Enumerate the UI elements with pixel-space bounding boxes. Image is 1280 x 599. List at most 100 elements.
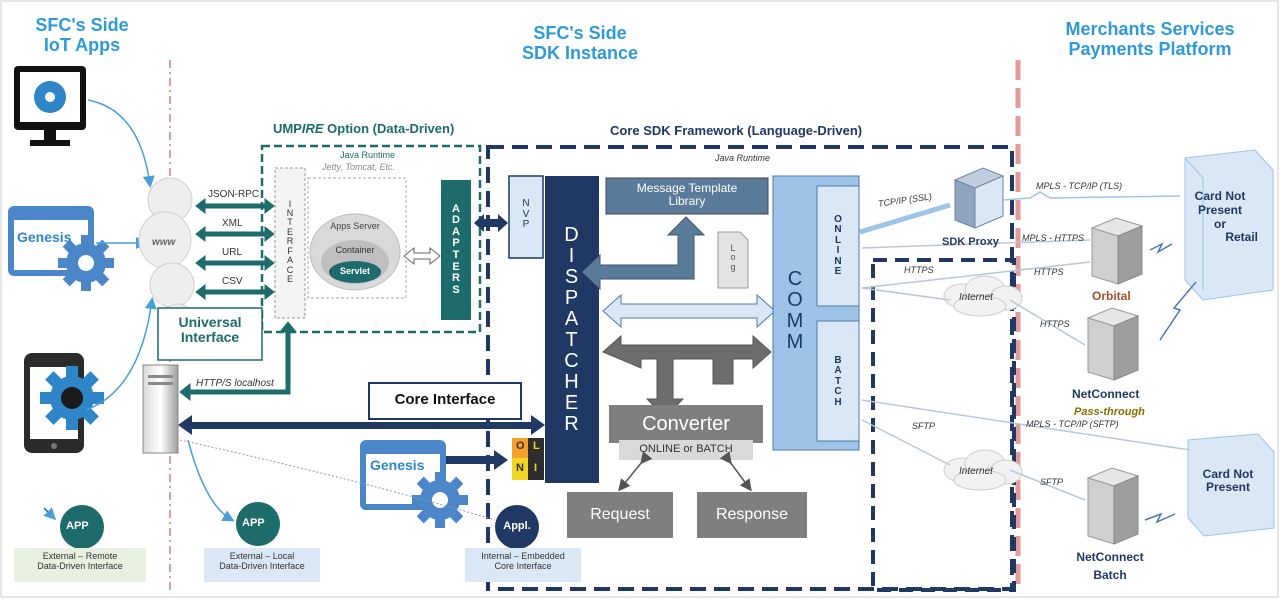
- internet-cloud-icon: [943, 449, 1023, 491]
- ump-title-italic: IRE: [301, 121, 324, 136]
- interface-letter: R: [286, 236, 294, 247]
- remote-app-pointer: [43, 507, 57, 521]
- adapters-letter: D: [452, 214, 460, 227]
- adapters-letter: S: [452, 283, 460, 296]
- netconnect-batch-label: NetConnect Batch: [1060, 548, 1160, 584]
- app-bubble-local: [236, 502, 280, 546]
- card-not-present-retail-label: Card Not Present or Retail: [1182, 189, 1258, 245]
- containers-note: Jetty, Tomcat, Etc.: [322, 162, 396, 172]
- apps-server-label: Apps Server: [330, 221, 380, 231]
- monitor-connector: [87, 99, 155, 188]
- left-header: SFC's Side IoT Apps: [22, 15, 142, 56]
- dispatcher-letter: T: [565, 329, 579, 351]
- core-java-runtime: Java Runtime: [715, 153, 771, 163]
- online-letter: I: [836, 245, 840, 256]
- core-sdk-title: Core SDK Framework (Language-Driven): [610, 123, 863, 138]
- converter-label: Converter: [642, 413, 730, 435]
- online-letter: N: [834, 255, 842, 267]
- internal-embedded-label: Internal – Embedded Core Interface: [465, 551, 581, 572]
- internet-label-1: Internet: [959, 292, 993, 303]
- universal-interface-line1: Universal: [178, 314, 242, 330]
- message-template-line1: Message Template: [636, 181, 738, 195]
- request-box: [567, 492, 673, 538]
- universal-interface-label: Universal Interface: [158, 314, 262, 346]
- cnpr-line2: Present: [1197, 202, 1243, 217]
- online-to-proxy: [859, 202, 951, 235]
- protocol-csv: CSV: [222, 276, 243, 287]
- external-local-line1: External – Local: [229, 551, 295, 561]
- core-interface-arrow: [178, 415, 545, 435]
- batch-letter: A: [834, 365, 842, 377]
- dispatcher-letter: H: [564, 371, 580, 393]
- left-header-line1: SFC's Side: [35, 15, 129, 35]
- interface-letter: A: [286, 255, 293, 266]
- container-box: [307, 177, 407, 299]
- adapters-column: [441, 180, 471, 320]
- dispatcher-letter: I: [568, 245, 576, 267]
- online-letter: O: [834, 213, 842, 225]
- interface-letter: E: [286, 274, 293, 285]
- online-letter: E: [834, 266, 842, 277]
- adapters-letter: E: [452, 260, 460, 273]
- nvp-box: [508, 175, 544, 259]
- cnp-line2: Present: [1205, 480, 1251, 495]
- gear-icon: [412, 472, 468, 528]
- cnpr-line1: Card Not: [1194, 189, 1246, 203]
- right-header-line2: Payments Platform: [1068, 38, 1232, 59]
- internet-cloud-icon: [943, 275, 1023, 317]
- proxy-to-cnp: [1002, 191, 1181, 201]
- interface-letter: E: [286, 226, 293, 237]
- external-remote-box: [14, 548, 146, 582]
- container-label: Container: [335, 245, 375, 255]
- appl-label[interactable]: Appl.: [503, 520, 531, 532]
- cnp-line1: Card Not: [1202, 467, 1254, 481]
- comm-letter: M: [786, 331, 804, 353]
- log-letter: L: [730, 242, 736, 253]
- mpls-sftp-label: MPLS - TCP/IP (SFTP): [1026, 419, 1119, 429]
- oli-i: I: [534, 462, 538, 474]
- response-connector: [719, 451, 752, 492]
- app-local-label[interactable]: APP: [242, 517, 265, 529]
- middle-header-line2: SDK Instance: [521, 42, 639, 63]
- servlet-label: Servlet: [339, 266, 371, 276]
- phone-connector: [85, 297, 157, 411]
- ump-ire-box: [260, 144, 482, 334]
- gear-icon: [58, 235, 114, 291]
- external-local-line2: Data-Driven Interface: [219, 560, 305, 571]
- adapters-letter: R: [452, 272, 460, 285]
- message-template-label: Message Template Library: [606, 181, 768, 208]
- dispatcher-box: [545, 176, 599, 483]
- universal-interface-box: [157, 307, 263, 361]
- pass-through-label: Pass-through: [1074, 406, 1145, 418]
- app-remote-label[interactable]: APP: [66, 520, 89, 532]
- comm-letter: O: [787, 289, 803, 311]
- batch-letter: C: [834, 386, 842, 398]
- interface-letter: I: [288, 198, 292, 209]
- interface-letter: F: [287, 245, 293, 256]
- ump-ire-title: UMPIRE Option (Data-Driven): [273, 121, 454, 136]
- log-letter: o: [730, 252, 736, 263]
- message-template-box: [605, 177, 769, 215]
- core-interface-label: Core Interface: [394, 391, 496, 408]
- comm-letter: C: [787, 268, 803, 290]
- oli-l: L: [533, 440, 540, 452]
- app-bubble-remote: [60, 505, 104, 549]
- localhost-arrow: [179, 321, 298, 402]
- oli-block: [512, 438, 544, 480]
- dispatcher-letter: E: [564, 392, 580, 414]
- cnpr-line4: Retail: [1225, 230, 1258, 245]
- server-to-appl: [179, 439, 496, 521]
- adapters-letter: A: [452, 202, 460, 215]
- internal-embedded-box: [465, 548, 581, 582]
- sdk-proxy-label: SDK Proxy: [942, 236, 999, 248]
- sftp-label-1: SFTP: [912, 421, 936, 431]
- online-box: [816, 185, 860, 307]
- online-or-batch-label: ONLINE or BATCH: [639, 443, 733, 455]
- core-interface-box: [368, 382, 522, 420]
- external-remote-line2: Data-Driven Interface: [37, 560, 123, 571]
